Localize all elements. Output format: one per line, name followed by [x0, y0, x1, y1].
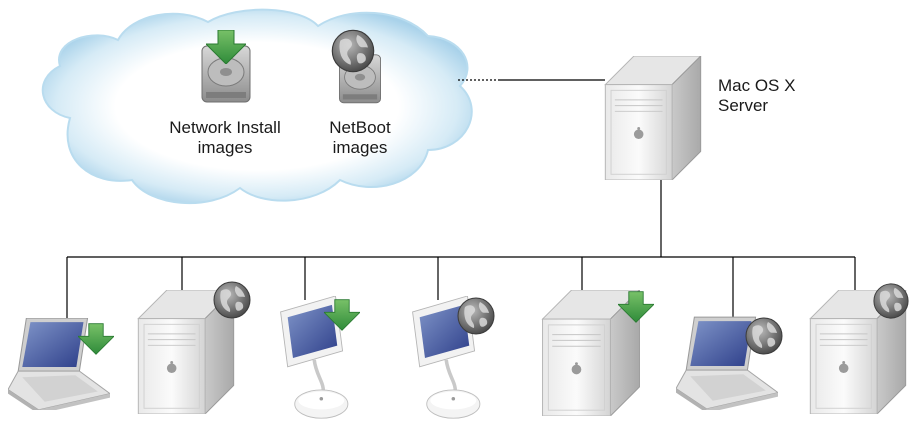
globe-icon [213, 281, 251, 319]
client-6 [676, 316, 783, 410]
netboot-label: NetBoot images [310, 118, 410, 158]
network-install-label: Network Install images [155, 118, 295, 158]
globe-icon [873, 283, 909, 319]
server-label-line2: Server [718, 96, 769, 115]
network-install-label-line2: images [197, 138, 253, 157]
globe-icon [331, 29, 375, 73]
client-5 [542, 290, 654, 416]
network-install-label-line1: Network Install [169, 118, 281, 137]
client-4 [410, 296, 495, 420]
globe-icon [745, 317, 783, 355]
client-2 [137, 281, 251, 414]
server-label-line1: Mac OS X [718, 76, 796, 95]
client-3 [278, 296, 360, 420]
client-7 [809, 283, 909, 414]
globe-icon [457, 297, 495, 335]
network-lines [66, 79, 856, 330]
server-label: Mac OS X Server [718, 76, 838, 116]
server-tower-icon [604, 56, 702, 180]
cloud-shape [41, 8, 473, 205]
netboot-label-line2: images [332, 138, 388, 157]
netboot-label-line1: NetBoot [329, 118, 391, 137]
client-1 [8, 318, 114, 410]
